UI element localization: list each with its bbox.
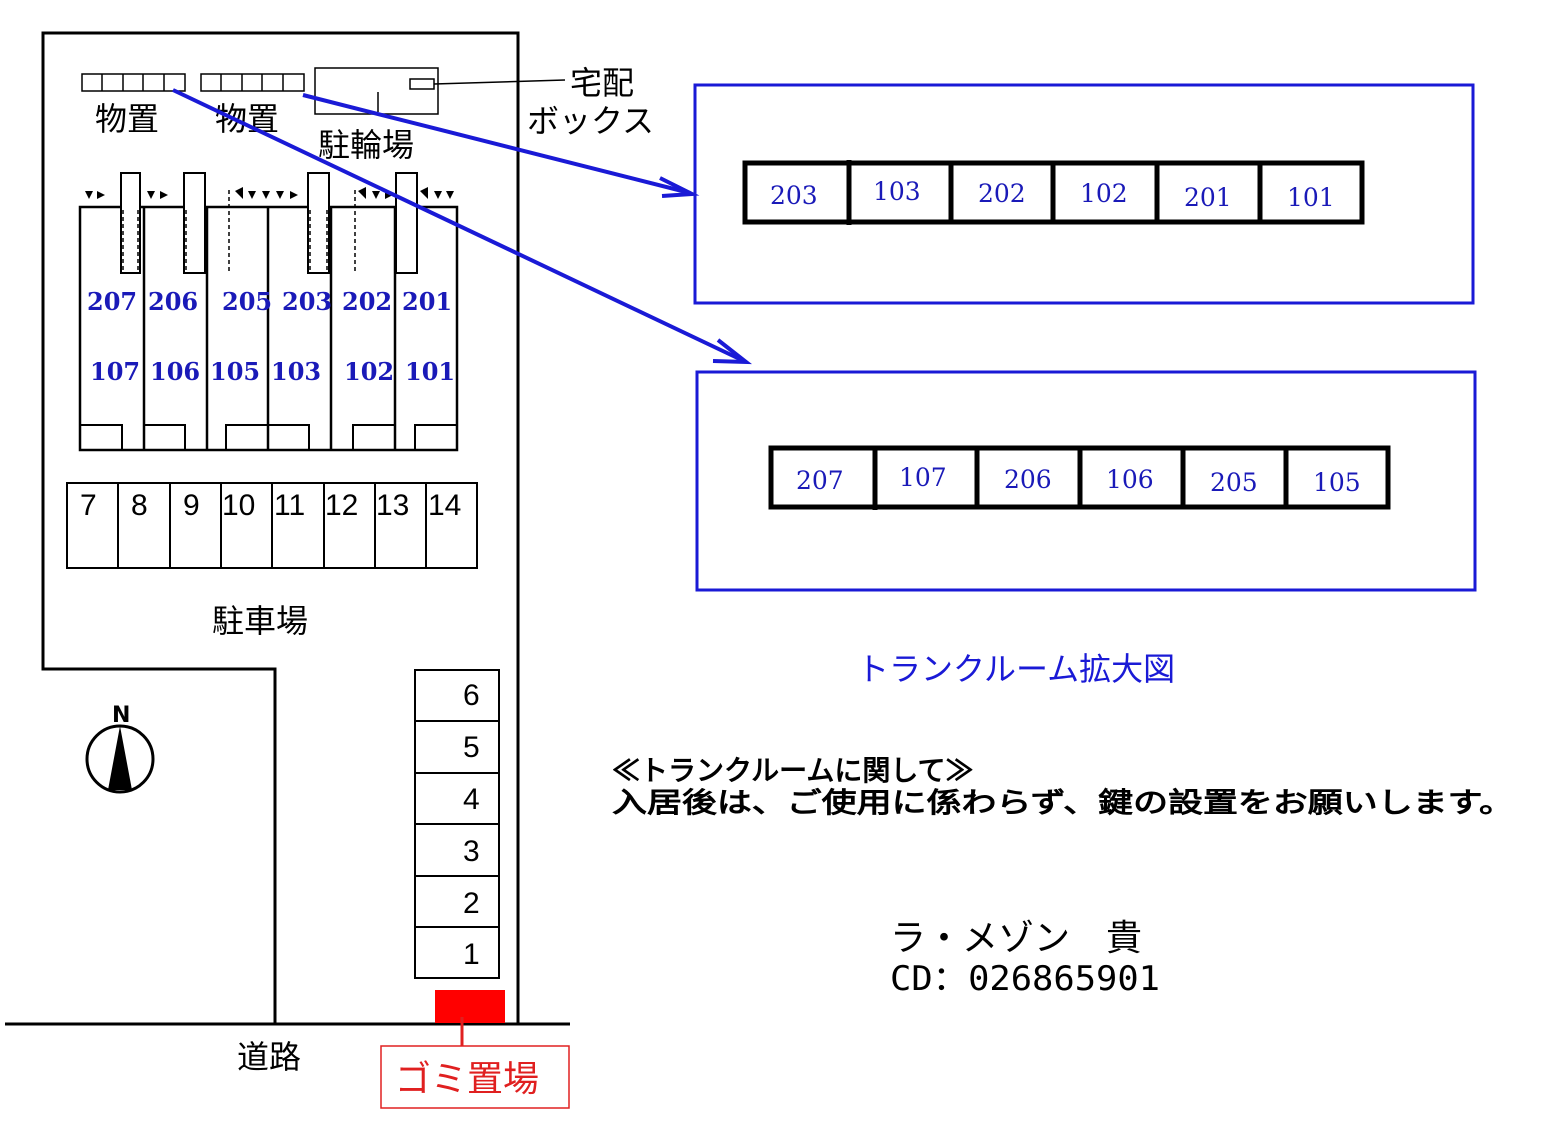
parking-space-label: 10: [222, 489, 255, 522]
storage-shed-2: [200, 73, 305, 92]
unit-label: 206: [148, 287, 198, 316]
trunk-room-label: 105: [1313, 468, 1361, 497]
road-label: 道路: [237, 1038, 301, 1076]
parking-space-label: 5: [463, 731, 480, 764]
notice-heading: ≪トランクルームに関して≫: [612, 754, 973, 787]
unit-label: 207: [87, 287, 137, 316]
unit-label: 107: [90, 357, 140, 386]
trunk-room-label: 103: [873, 177, 921, 206]
parking-space-label: 8: [131, 489, 148, 522]
trunk-room-label: 106: [1106, 465, 1154, 494]
unit-label: 203: [282, 287, 332, 316]
parking-space-label: 1: [463, 938, 480, 971]
parking-label: 駐車場: [212, 602, 308, 640]
unit-label: 205: [222, 287, 272, 316]
garbage-area: [435, 990, 505, 1023]
parking-space-label: 11: [274, 489, 305, 522]
trunk-room-label: 202: [978, 179, 1026, 208]
unit-label: 202: [342, 287, 392, 316]
trunk-room-label: 101: [1287, 183, 1335, 212]
delivery-box: [409, 78, 435, 90]
trunk-room-frame-lower: [695, 370, 1477, 592]
parking-space-label: 13: [376, 489, 409, 522]
garbage-label: ゴミ置場: [395, 1059, 539, 1100]
parking-space-label: 7: [80, 489, 97, 522]
parking-row: 7 8 9 10 11 12 13 14: [66, 482, 478, 569]
trunk-row-upper: 203 103 202 102 201 101: [742, 160, 1365, 225]
property-code: CD：026865901: [890, 959, 1160, 999]
trunk-room-frame-upper: [693, 83, 1475, 305]
unit-label: 101: [405, 357, 455, 386]
parking-space-label: 9: [183, 489, 200, 522]
garbage-label-box: [380, 1045, 570, 1109]
storage-label-1: 物置: [95, 100, 159, 138]
trunk-room-label: 207: [796, 466, 844, 495]
parking-column: 6 5 4 3 2 1: [414, 669, 500, 979]
parking-space-label: 4: [463, 783, 480, 816]
unit-label: 201: [402, 287, 452, 316]
trunk-room-title: トランクルーム拡大図: [857, 650, 1175, 688]
trunk-row-lower: 207 107 206 106 205 105: [768, 445, 1391, 510]
unit-label: 106: [150, 357, 200, 386]
parking-space-label: 6: [463, 679, 480, 712]
north-compass-icon: N: [85, 703, 155, 794]
bike-parking-area: [314, 67, 439, 115]
delivery-box-leader: [433, 79, 566, 85]
delivery-box-label-2: ボックス: [527, 102, 654, 140]
trunk-room-label: 201: [1184, 183, 1232, 212]
unit-label: 102: [344, 357, 394, 386]
arrow-to-lower-trunk: [172, 88, 747, 364]
parking-space-label: 12: [325, 489, 358, 522]
property-name: ラ・メゾン 貴: [890, 918, 1142, 959]
parking-space-label: 3: [463, 835, 480, 868]
notice-body: 入居後は、ご使用に係わらず、鍵の設置をお願いします。: [612, 786, 1514, 819]
arrow-to-upper-trunk: [302, 93, 691, 195]
trunk-room-label: 107: [899, 463, 947, 492]
trunk-room-label: 206: [1004, 465, 1052, 494]
unit-label: 103: [271, 357, 321, 386]
delivery-box-label-1: 宅配: [570, 64, 634, 102]
parking-space-label: 2: [463, 887, 480, 920]
apartment-building: [78, 172, 459, 452]
unit-label: 105: [210, 357, 260, 386]
storage-label-2: 物置: [215, 100, 279, 138]
storage-shed-1: [81, 73, 186, 92]
trunk-room-label: 205: [1210, 468, 1258, 497]
trunk-room-label: 203: [770, 181, 818, 210]
north-label: N: [112, 703, 130, 728]
bike-parking-label: 駐輪場: [318, 126, 414, 164]
trunk-room-label: 102: [1080, 179, 1128, 208]
parking-space-label: 14: [428, 489, 461, 522]
